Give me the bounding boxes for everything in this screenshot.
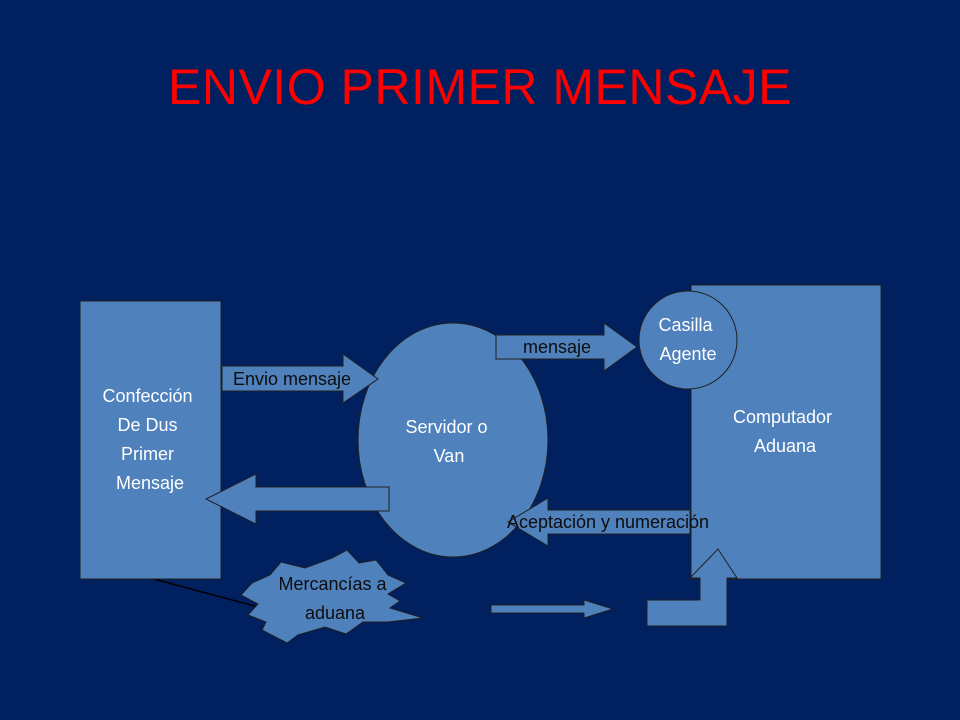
confeccion-label: Confección De Dus Primer Mensaje bbox=[102, 386, 197, 493]
confeccion-box bbox=[79, 300, 222, 580]
connector-line bbox=[149, 577, 263, 609]
envio-mensaje-arrow bbox=[221, 353, 379, 404]
mensaje-arrow bbox=[495, 322, 638, 372]
casilla-agente-circle bbox=[638, 290, 738, 390]
bottom-thin-arrow bbox=[490, 599, 615, 619]
servidor-label: Servidor o Van bbox=[405, 417, 492, 466]
computador-label: Computador Aduana bbox=[733, 407, 837, 456]
servidor-ellipse bbox=[357, 322, 549, 558]
aceptacion-label: Aceptación y numeración bbox=[507, 512, 709, 532]
return-arrow bbox=[204, 473, 390, 525]
envio-mensaje-label: Envio mensaje bbox=[233, 369, 351, 389]
aceptacion-arrow bbox=[507, 497, 691, 547]
mensaje-label: mensaje bbox=[523, 337, 591, 357]
mercancias-label: Mercancías a aduana bbox=[278, 574, 391, 623]
bent-up-arrow bbox=[646, 548, 738, 627]
slide-title: ENVIO PRIMER MENSAJE bbox=[168, 59, 792, 115]
mercancias-burst bbox=[240, 549, 424, 644]
casilla-label: Casilla Agente bbox=[658, 315, 717, 364]
